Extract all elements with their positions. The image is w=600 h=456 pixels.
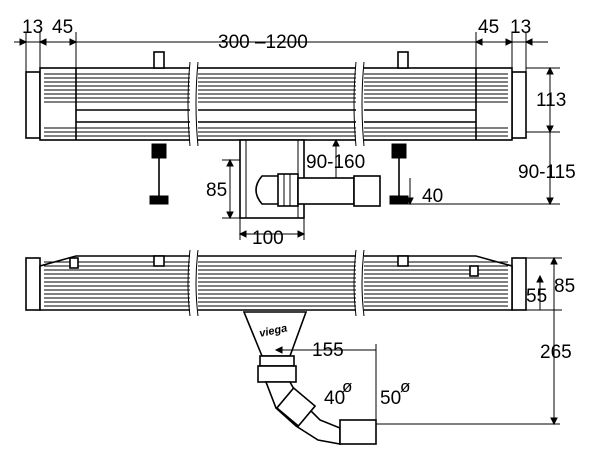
feet <box>149 143 409 205</box>
dim-top-left-outer: 13 <box>22 17 43 38</box>
dim-pipe-offset: 40 <box>422 186 443 207</box>
break-right <box>356 62 364 146</box>
dim-outlet-width: 100 <box>252 228 284 249</box>
dim-side-inner-height: 55 <box>526 286 547 307</box>
side-channel-ribs <box>44 261 508 307</box>
dim-outlet-height: 85 <box>206 180 227 201</box>
channel-ribs <box>44 73 508 137</box>
clip-left <box>153 51 165 69</box>
dimension-labels: 13 45 300 –1200 45 13 113 85 100 90-160 … <box>22 17 576 409</box>
dim-channel-height: 113 <box>536 90 566 111</box>
side-channel <box>25 249 527 317</box>
outlet-box <box>239 139 381 219</box>
dim-pipe-small: 40 <box>324 388 345 409</box>
dimension-lines <box>14 32 562 425</box>
channel-body <box>39 67 513 141</box>
dim-outlet-offset: 155 <box>312 340 344 361</box>
dim-pipe-small-symbol: ø <box>342 377 352 396</box>
dim-top-left-inner: 45 <box>52 17 73 38</box>
outlet-pipe: viega <box>242 311 377 445</box>
dim-pipe-large: 50 <box>380 388 401 409</box>
dim-top-right-inner: 45 <box>478 17 499 38</box>
dim-side-height: 85 <box>554 276 575 297</box>
dim-pipe-large-symbol: ø <box>400 377 410 396</box>
arrowheads <box>19 38 558 426</box>
left-end-cap <box>25 71 41 139</box>
dim-length-range: 300 –1200 <box>218 32 308 53</box>
break-left <box>190 62 198 146</box>
dim-top-right-outer: 13 <box>510 17 531 38</box>
right-end-cap <box>511 71 527 139</box>
clip-right <box>397 51 409 69</box>
top-channel <box>25 51 527 147</box>
dim-feet-adjust: 90-115 <box>518 162 576 183</box>
dim-outlet-adjust: 90-160 <box>306 152 365 173</box>
dim-total-depth: 265 <box>540 342 572 363</box>
viega-logo-text: viega <box>258 322 288 340</box>
